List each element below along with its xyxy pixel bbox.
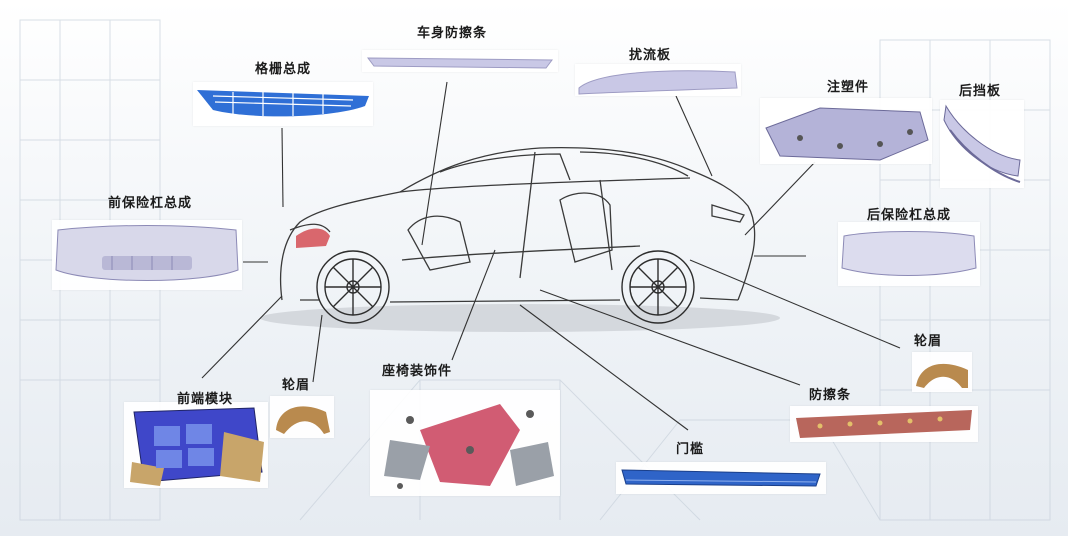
rear-guard-image (940, 100, 1024, 188)
side-molding-image (790, 406, 978, 442)
door-sill-image (616, 462, 826, 494)
label-front-wheel-arch: 轮眉 (281, 378, 311, 393)
label-front-end-module: 前端模块 (176, 392, 234, 407)
seat-trim-image (370, 390, 560, 496)
label-spoiler: 扰流板 (628, 48, 672, 63)
label-side-molding: 防擦条 (808, 388, 852, 403)
leader-seat-trim (451, 249, 496, 361)
injection-part-image (760, 98, 932, 164)
label-rear-guard: 后挡板 (958, 84, 1002, 99)
label-grille-assembly: 格栅总成 (254, 62, 312, 77)
leader-spoiler (675, 95, 713, 177)
grille-assembly-image (193, 82, 373, 126)
rear-bumper-image (838, 222, 980, 286)
leader-door-sill (519, 304, 689, 431)
label-injection-part: 注塑件 (826, 80, 870, 95)
label-seat-trim: 座椅装饰件 (381, 364, 453, 379)
spoiler-image (575, 64, 741, 96)
leader-front-wheel-arch (312, 314, 323, 383)
label-rear-wheel-arch: 轮眉 (913, 334, 943, 349)
leader-rear-wheel-arch (689, 259, 901, 349)
leader-grille (281, 127, 284, 208)
body-molding-image (362, 50, 558, 72)
front-end-module-image (124, 402, 268, 488)
label-rear-bumper-assembly: 后保险杠总成 (866, 208, 952, 223)
leader-side-molding (539, 289, 801, 386)
leader-injection (744, 161, 816, 236)
label-body-molding: 车身防擦条 (416, 26, 488, 41)
leader-front-end-module (201, 295, 283, 379)
rear-wheel-arch-image (912, 352, 972, 392)
leader-body-molding (421, 81, 448, 246)
front-bumper-image (52, 220, 242, 290)
label-front-bumper-assembly: 前保险杠总成 (107, 196, 193, 211)
label-door-sill: 门槛 (675, 442, 705, 457)
front-wheel-arch-image (270, 396, 334, 438)
